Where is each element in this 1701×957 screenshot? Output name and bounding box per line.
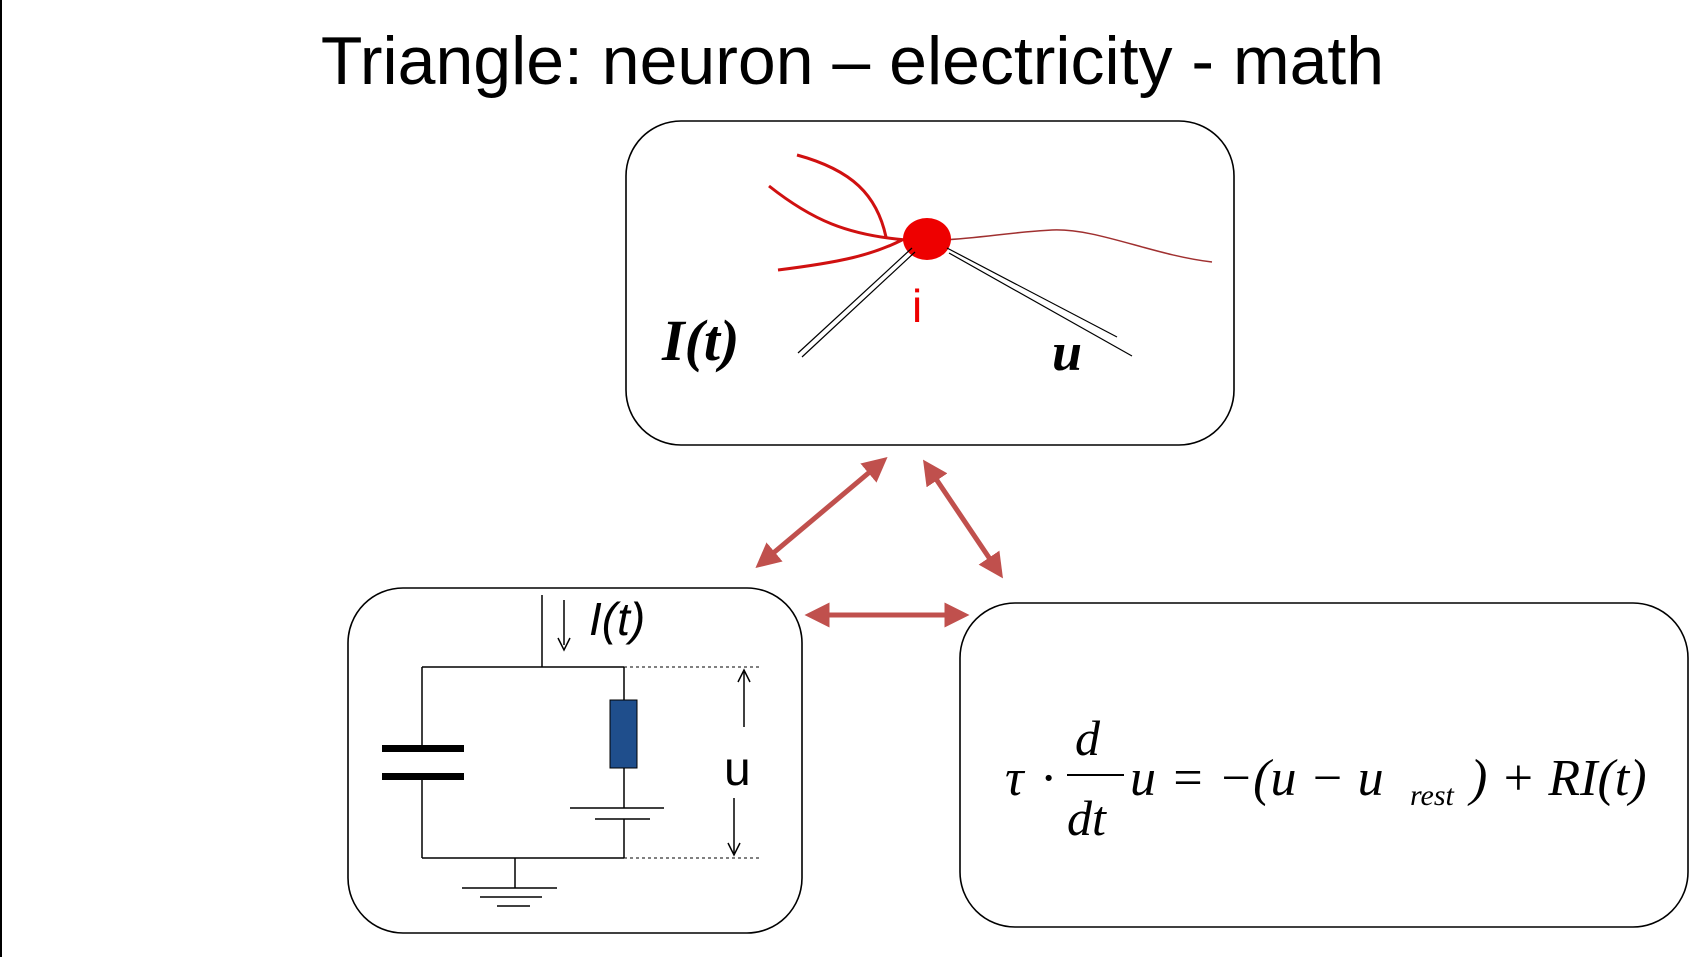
equation-rest-subscript: rest [1410,779,1455,812]
dendrite-bottom [777,238,903,272]
axon [941,229,1213,263]
neuron-panel: I(t) i u [625,120,1235,446]
output-electrode-line-2 [948,252,1133,357]
slide-title: Triangle: neuron – electricity - math [320,23,1385,99]
current-arrow-icon [557,637,571,652]
voltage-arrow-up-icon [737,668,751,683]
circuit-voltage-label: u [724,743,751,796]
soma [903,218,951,260]
capacitor-plate-bottom [382,773,464,780]
neuron-box [625,120,1235,446]
arrow-neuron-circuit [755,456,888,569]
capacitor-gap [416,752,428,773]
equation-u: u [1130,750,1156,807]
dendrite-middle [768,184,907,242]
circuit-panel: I(t) [347,587,803,934]
input-electrode-line-1 [797,247,913,354]
equation-rhs-close: ) + RI(t) [1467,750,1647,807]
equation-numerator: d [1075,710,1101,766]
connector-arrows [755,456,1003,628]
voltage-arrow-down-icon [727,842,741,857]
equation-tau: τ [1005,750,1026,807]
circuit-box [347,587,803,934]
equation-dot: · [1040,750,1057,807]
dendrite-top [796,153,888,238]
equation-rhs-open: = −(u − u [1170,750,1384,807]
equation-box [959,602,1689,928]
input-electrode-line-2 [801,251,916,358]
output-electrode-line-1 [946,247,1118,338]
equation-denominator: dt [1067,790,1107,846]
capacitor-plate-top [382,745,464,752]
arrow-neuron-equation [923,459,1003,579]
neuron-input-current-label: I(t) [661,308,739,373]
resistor [609,699,638,769]
circuit-current-label: I(t) [589,593,645,645]
neuron-output-voltage-label: u [1052,322,1082,382]
equation-panel: τ · d dt u = −(u − u rest ) + RI(t) [959,602,1689,928]
neuron-index-label: i [912,280,922,332]
